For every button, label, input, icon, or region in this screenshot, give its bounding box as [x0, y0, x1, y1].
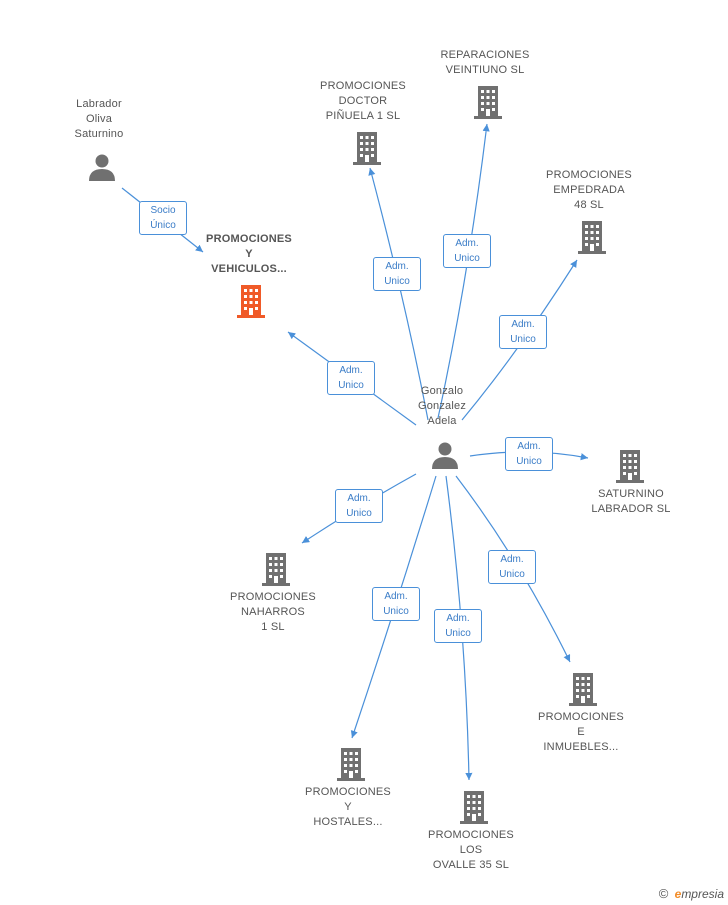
edge-badge-adm-empedrada: Adm. Unico: [499, 315, 547, 349]
label-line: PIÑUELA 1 SL: [325, 110, 401, 122]
badge-line: Socio: [150, 205, 176, 216]
label-line: 1 SL: [261, 621, 285, 633]
label-line: VEINTIUNO SL: [445, 64, 525, 76]
badge-line: Unico: [384, 276, 410, 287]
label-line: PROMOCIONES: [206, 233, 292, 245]
node-label-inmuebles[interactable]: PROMOCIONES E INMUEBLES...: [521, 710, 641, 755]
label-line: VEHICULOS...: [211, 263, 287, 275]
building-icon-ovalle[interactable]: [459, 790, 489, 824]
label-line: PROMOCIONES: [428, 829, 514, 841]
badge-line: Adm.: [517, 441, 541, 452]
edge-badge-adm-hostales: Adm. Unico: [372, 587, 420, 621]
label-line: Labrador: [76, 98, 122, 110]
building-icon-doctor[interactable]: [352, 131, 382, 165]
label-line: Y: [344, 801, 352, 813]
badge-line: Unico: [510, 334, 536, 345]
label-line: LOS: [459, 844, 483, 856]
node-label-naharros[interactable]: PROMOCIONES NAHARROS 1 SL: [213, 590, 333, 635]
edge-badge-adm-naharros: Adm. Unico: [335, 489, 383, 523]
brand-logo-text: mpresia: [681, 887, 724, 901]
label-line: EMPEDRADA: [553, 184, 625, 196]
building-icon-main[interactable]: [236, 284, 266, 318]
label-line: SATURNINO: [598, 488, 664, 500]
badge-line: Adm.: [511, 319, 535, 330]
edge-badge-adm-main: Adm. Unico: [327, 361, 375, 395]
badge-line: Unico: [516, 456, 542, 467]
node-label-main[interactable]: PROMOCIONES Y VEHICULOS...: [189, 232, 309, 277]
label-line: PROMOCIONES: [546, 169, 632, 181]
badge-line: Unico: [445, 628, 471, 639]
badge-line: Único: [150, 220, 176, 231]
label-line: INMUEBLES...: [543, 741, 619, 753]
label-line: PROMOCIONES: [230, 591, 316, 603]
node-label-gonzalo[interactable]: Gonzalo Gonzalez Adela: [382, 384, 502, 429]
badge-line: Unico: [499, 569, 525, 580]
node-label-reparaciones[interactable]: REPARACIONES VEINTIUNO SL: [425, 48, 545, 78]
badge-line: Adm.: [339, 365, 363, 376]
node-label-empedrada[interactable]: PROMOCIONES EMPEDRADA 48 SL: [529, 168, 649, 213]
label-line: Adela: [427, 415, 457, 427]
edge-badge-socio: Socio Único: [139, 201, 187, 235]
node-label-hostales[interactable]: PROMOCIONES Y HOSTALES...: [288, 785, 408, 830]
badge-line: Unico: [454, 253, 480, 264]
building-icon-empedrada[interactable]: [577, 220, 607, 254]
label-line: LABRADOR SL: [591, 503, 671, 515]
badge-line: Unico: [346, 508, 372, 519]
node-label-labrador[interactable]: Labrador Oliva Saturnino: [39, 97, 159, 142]
label-line: Y: [245, 248, 253, 260]
edge-gonzalo-doctor: [368, 167, 429, 421]
label-line: HOSTALES...: [313, 816, 383, 828]
badge-line: Adm.: [384, 591, 408, 602]
edge-gonzalo-reparaciones: [437, 123, 490, 419]
label-line: PROMOCIONES: [538, 711, 624, 723]
label-line: Gonzalez: [417, 400, 467, 412]
person-icon[interactable]: [87, 152, 117, 182]
badge-line: Unico: [383, 606, 409, 617]
node-label-saturnino[interactable]: SATURNINO LABRADOR SL: [571, 487, 691, 517]
label-line: OVALLE 35 SL: [432, 859, 510, 871]
brand-footer[interactable]: © empresia: [659, 886, 724, 901]
building-icon-saturnino[interactable]: [615, 449, 645, 483]
node-label-ovalle[interactable]: PROMOCIONES LOS OVALLE 35 SL: [411, 828, 531, 873]
edge-badge-adm-inmuebles: Adm. Unico: [488, 550, 536, 584]
badge-line: Adm.: [385, 261, 409, 272]
brand-logo-initial: e: [674, 887, 682, 901]
badge-line: Adm.: [446, 613, 470, 624]
edge-badge-adm-saturnino: Adm. Unico: [505, 437, 553, 471]
badge-line: Adm.: [455, 238, 479, 249]
building-icon-inmuebles[interactable]: [568, 672, 598, 706]
label-line: DOCTOR: [338, 95, 388, 107]
edge-badge-adm-reparaciones: Adm. Unico: [443, 234, 491, 268]
label-line: PROMOCIONES: [305, 786, 391, 798]
copyright-symbol: ©: [658, 886, 669, 901]
badge-line: Adm.: [500, 554, 524, 565]
badge-line: Adm.: [347, 493, 371, 504]
label-line: E: [577, 726, 585, 738]
label-line: PROMOCIONES: [320, 80, 406, 92]
label-line: Saturnino: [74, 128, 124, 140]
label-line: 48 SL: [574, 199, 604, 211]
label-line: NAHARROS: [241, 606, 305, 618]
edge-badge-adm-doctor: Adm. Unico: [373, 257, 421, 291]
node-label-doctor[interactable]: PROMOCIONES DOCTOR PIÑUELA 1 SL: [303, 79, 423, 124]
label-line: Oliva: [85, 113, 113, 125]
edge-badge-adm-ovalle: Adm. Unico: [434, 609, 482, 643]
label-line: REPARACIONES: [440, 49, 530, 61]
building-icon-hostales[interactable]: [336, 747, 366, 781]
building-icon-reparaciones[interactable]: [473, 85, 503, 119]
building-icon-naharros[interactable]: [261, 552, 291, 586]
badge-line: Unico: [338, 380, 364, 391]
label-line: Gonzalo: [420, 385, 464, 397]
person-icon[interactable]: [430, 440, 460, 470]
